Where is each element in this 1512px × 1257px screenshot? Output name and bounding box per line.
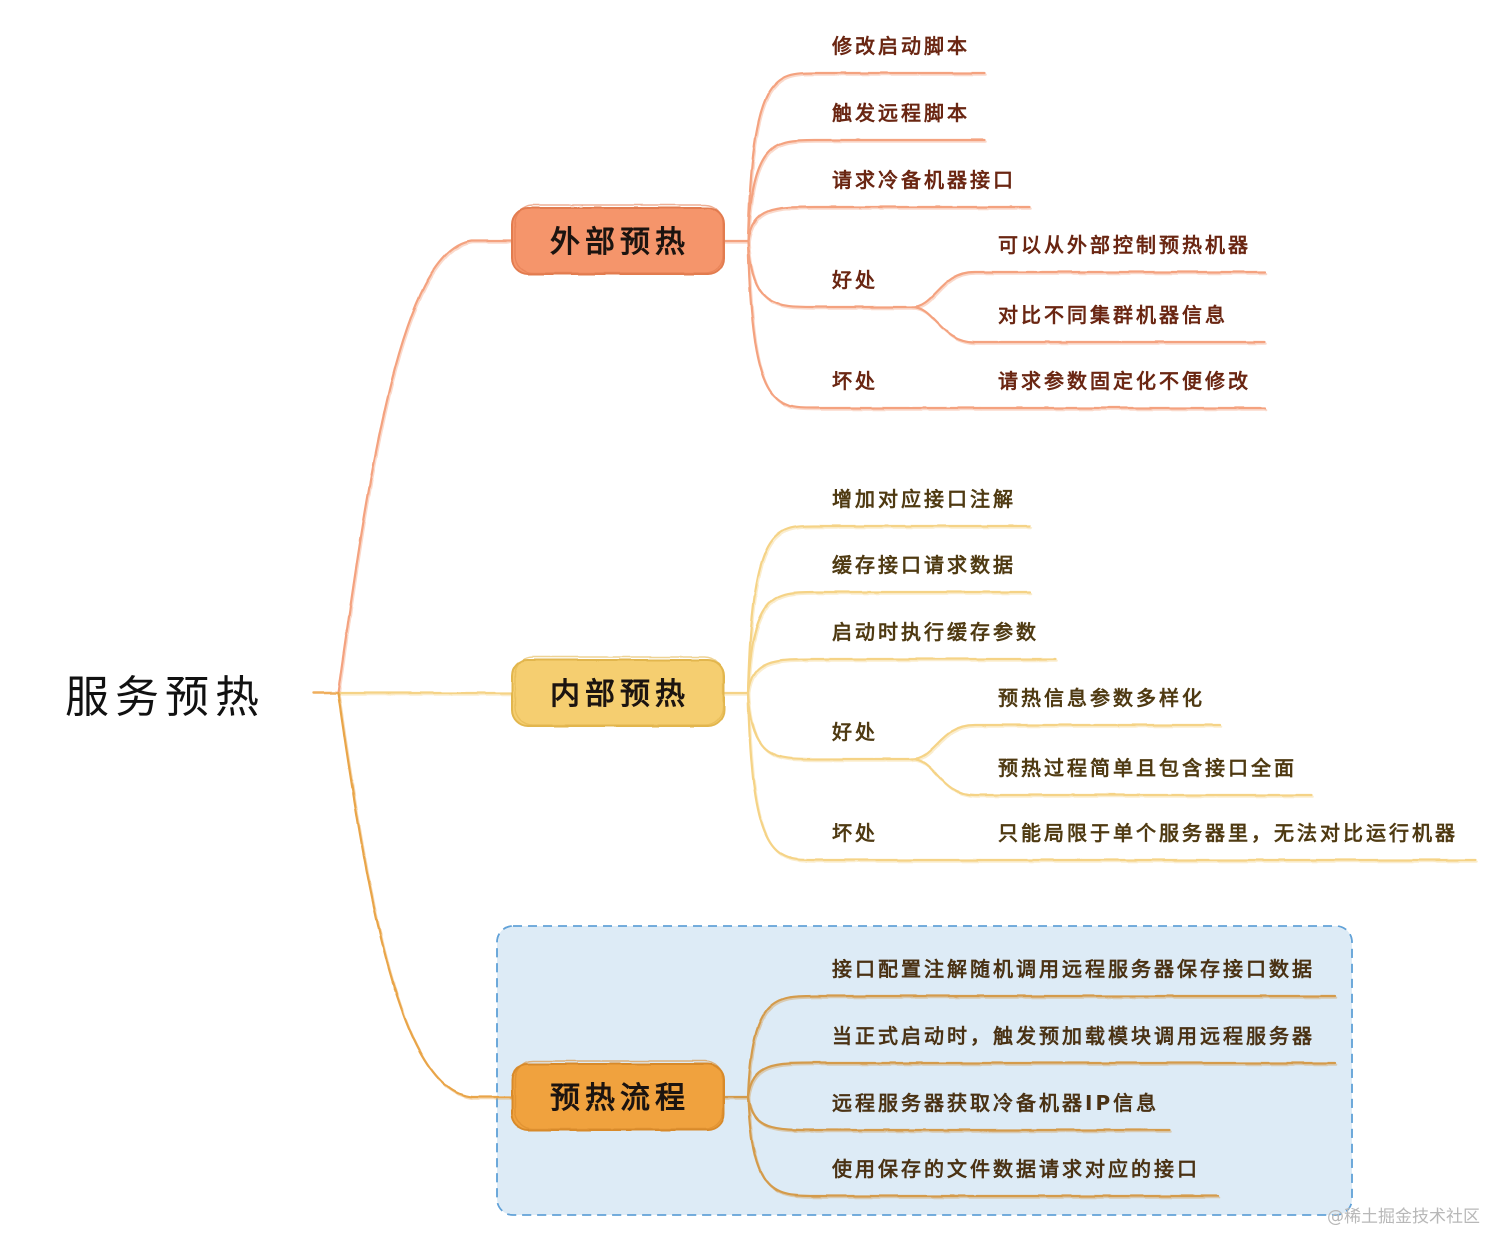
node-label: 启动时执行缓存参数 (832, 620, 1039, 644)
topic-box-outline (511, 1060, 725, 1131)
leaf-labels: 接口配置注解随机调用远程服务器保存接口数据 当正式启动时，触发预加载模块调用远程… (831, 957, 1315, 1181)
topic-node: 外部预热 (511, 204, 725, 275)
topic-box (512, 1064, 724, 1130)
topic-box-outline (511, 204, 725, 275)
branch-main-connector (336, 691, 514, 1099)
topic-box-stroke-sketch (514, 204, 724, 274)
leaf-labels: 修改启动脚本 触发远程脚本 请求冷备机器接口 好处 可以从外部控制预热机器 对比… (831, 34, 1251, 393)
branch-internal-preheat: 内部预热 增加对应接口注解 缓存接口请求数据 启动时执行缓存参数 好处 预热信息… (336, 487, 1476, 862)
node-label: 当正式启动时，触发预加载模块调用远程服务器 (832, 1024, 1315, 1048)
node-label: 预热信息参数多样化 (998, 686, 1205, 710)
root-node: 服务预热 (65, 672, 342, 723)
sketch-shadow-lines (339, 528, 1476, 862)
node-label: 触发远程脚本 (832, 101, 970, 125)
topic-box-stroke (511, 207, 725, 275)
topic-box-stroke-sketch (514, 656, 724, 726)
node-label: 请求参数固定化不便修改 (998, 369, 1251, 393)
topic-box (512, 208, 724, 274)
topic-box (512, 660, 724, 726)
root-label: 服务预热 (65, 672, 265, 723)
topic-box-stroke (511, 1063, 725, 1131)
watermark-text: @稀土掘金技术社区 (1327, 1207, 1480, 1227)
node-label: 对比不同集群机器信息 (998, 303, 1228, 327)
sketch-shadow-lines (339, 695, 513, 1099)
branch-preheat-process: 预热流程 接口配置注解随机调用远程服务器保存接口数据 当正式启动时，触发预加载模… (336, 691, 1337, 1198)
topic-node: 内部预热 (511, 656, 725, 727)
main-branch-connector (336, 239, 514, 695)
node-label: 可以从外部控制预热机器 (998, 233, 1251, 257)
node-label: 预热过程简单且包含接口全面 (998, 756, 1297, 780)
topic-box-stroke (511, 659, 725, 727)
node-label: 请求冷备机器接口 (832, 168, 1016, 192)
leaf-labels: 增加对应接口注解 缓存接口请求数据 启动时执行缓存参数 好处 预热信息参数多样化… (831, 487, 1458, 845)
topic-box-outline (511, 656, 725, 727)
node-label-pros: 好处 (831, 720, 878, 744)
branch-external-preheat: 外部预热 修改启动脚本 触发远程脚本 请求冷备机器接口 好处 可以从外部控制预热… (336, 34, 1267, 695)
node-label-cons: 坏处 (832, 369, 878, 393)
node-label: 增加对应接口注解 (832, 487, 1016, 511)
main-branch-connector (336, 691, 514, 1099)
topic-label: 预热流程 (550, 1081, 690, 1116)
topic-node: 预热流程 (511, 1060, 725, 1131)
topic-box-stroke-sketch (514, 1060, 724, 1130)
child-connector (746, 71, 987, 243)
node-label: 缓存接口请求数据 (832, 553, 1016, 577)
node-label: 使用保存的文件数据请求对应的接口 (831, 1157, 1200, 1181)
child-connector (746, 524, 1032, 695)
node-label: 远程服务器获取冷备机器IP信息 (832, 1091, 1159, 1115)
child-connector (746, 205, 1032, 243)
topic-label: 外部预热 (550, 225, 690, 260)
node-label: 只能局限于单个服务器里，无法对比运行机器 (998, 821, 1458, 845)
topic-label: 内部预热 (550, 677, 690, 712)
node-label-cons: 坏处 (832, 821, 878, 845)
child-connector (746, 691, 914, 761)
sub-child-connector (910, 270, 1267, 309)
node-label: 接口配置注解随机调用远程服务器保存接口数据 (832, 957, 1315, 981)
child-connector (746, 994, 1337, 1099)
node-label-pros: 好处 (831, 268, 878, 292)
child-connector (746, 239, 914, 309)
node-label: 修改启动脚本 (831, 34, 970, 58)
process-container-border (496, 925, 1353, 1216)
sub-child-connector (910, 723, 1222, 761)
